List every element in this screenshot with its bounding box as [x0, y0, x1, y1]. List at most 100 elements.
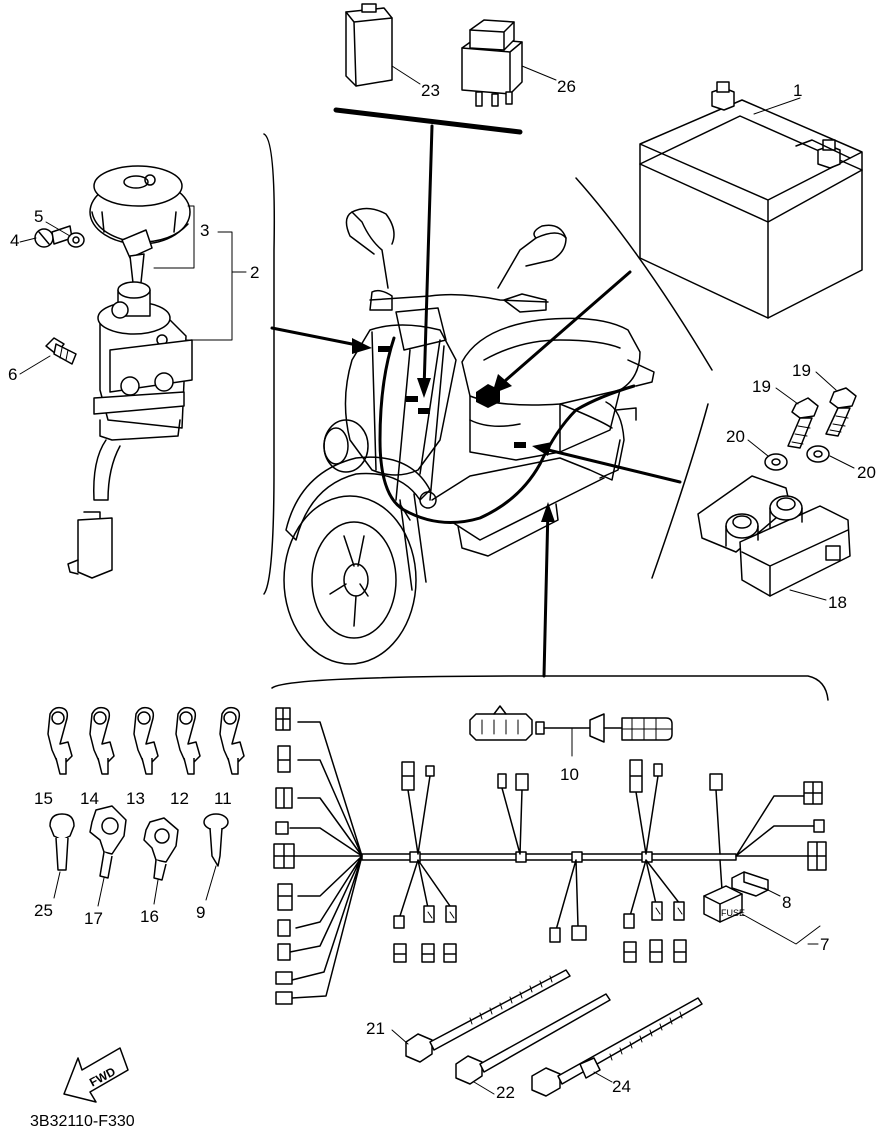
clamp-mark-c [418, 408, 430, 414]
harness-routing-line [378, 336, 636, 524]
leader-20-right [829, 455, 855, 469]
part-18-cdi-unit[interactable] [697, 475, 851, 597]
harness-group-bracket [271, 675, 829, 701]
callout-5[interactable]: 5 [34, 207, 43, 226]
callout-20-left[interactable]: 20 [726, 427, 745, 446]
callout-2[interactable]: 2 [250, 263, 259, 282]
callout-23[interactable]: 23 [421, 81, 440, 100]
callout-19-right[interactable]: 19 [792, 361, 811, 380]
part-20-washer-right[interactable] [806, 445, 830, 463]
callout-3[interactable]: 3 [200, 221, 209, 240]
clamp-mark-a [378, 346, 390, 352]
part-code: 3B32110-F330 [30, 1113, 135, 1130]
part-4-screw[interactable] [34, 225, 73, 248]
pointer-harness [542, 506, 550, 678]
leader-18 [789, 589, 827, 601]
leader-25 [53, 871, 61, 899]
clamp-mark-b [406, 396, 418, 402]
fuse-label: FUSE [721, 908, 745, 918]
part-12-clip[interactable] [175, 706, 201, 775]
callout-18[interactable]: 18 [828, 593, 847, 612]
callout-13[interactable]: 13 [126, 789, 145, 808]
part-21-cable-tie[interactable] [405, 969, 571, 1063]
part-22-cable-tie[interactable] [455, 993, 611, 1085]
callout-17[interactable]: 17 [84, 909, 103, 928]
relay-group-bracket [333, 107, 523, 135]
leader-9 [205, 865, 217, 901]
leader-19-left [775, 387, 799, 405]
part-3-switch-cover[interactable] [89, 165, 191, 245]
callout-26[interactable]: 26 [557, 77, 576, 96]
part-9-pin-clip[interactable] [203, 813, 229, 867]
leader-5 [45, 221, 71, 237]
part-26-relay[interactable] [461, 19, 523, 107]
part-5-washer[interactable] [67, 232, 85, 248]
part-23-relay-box[interactable] [345, 3, 393, 87]
callout-8[interactable]: 8 [782, 893, 791, 912]
leader-20-left [747, 439, 769, 457]
leader-8 [763, 887, 781, 897]
part-25-grommet[interactable] [49, 813, 75, 871]
main-wire-harness[interactable] [273, 707, 827, 1005]
callout-22[interactable]: 22 [496, 1083, 515, 1102]
callout-10[interactable]: 10 [560, 765, 579, 784]
part-11-clip[interactable] [219, 706, 245, 775]
pointer-cdi [538, 446, 682, 484]
leader-2-bracket [185, 231, 233, 341]
callout-4[interactable]: 4 [10, 231, 19, 250]
callout-9[interactable]: 9 [196, 903, 205, 922]
part-17-clamp[interactable] [89, 805, 127, 879]
callout-12[interactable]: 12 [170, 789, 189, 808]
callout-6[interactable]: 6 [8, 365, 17, 384]
part-20-washer-left[interactable] [764, 453, 788, 471]
callout-11[interactable]: 11 [214, 789, 232, 808]
leader-23 [391, 65, 421, 85]
part-19-bolt-right[interactable] [825, 387, 857, 437]
callout-14[interactable]: 14 [80, 789, 99, 808]
callout-15[interactable]: 15 [34, 789, 53, 808]
callout-7[interactable]: 7 [820, 935, 829, 954]
part-6-bolt[interactable] [45, 337, 77, 365]
leader-1 [753, 97, 801, 115]
callout-1[interactable]: 1 [793, 81, 802, 100]
switch-group-bracket [263, 133, 276, 595]
callout-19-left[interactable]: 19 [752, 377, 771, 396]
part-1-battery[interactable] [639, 81, 863, 319]
pointer-battery [504, 270, 632, 382]
part-16-clamp[interactable] [143, 817, 179, 881]
part-15-clip[interactable] [47, 706, 73, 775]
clamp-mark-d [514, 442, 526, 448]
callout-25[interactable]: 25 [34, 901, 53, 920]
leader-19-right [815, 371, 837, 391]
part-2-main-switch-body[interactable] [67, 281, 193, 579]
leader-7 [741, 913, 821, 945]
part-10-sub-lead[interactable] [469, 705, 673, 743]
part-13-clip[interactable] [133, 706, 159, 775]
cdi-group-bracket [651, 403, 709, 579]
leader-3 [153, 205, 195, 269]
leader-22 [473, 1081, 495, 1095]
pointer-relay [422, 124, 434, 392]
leader-24 [593, 1071, 613, 1083]
leader-21 [391, 1029, 409, 1045]
part-14-clip[interactable] [89, 706, 115, 775]
leader-26 [521, 65, 557, 81]
leader-16 [153, 879, 159, 905]
callout-21[interactable]: 21 [366, 1019, 385, 1038]
battery-group-bracket [575, 177, 713, 371]
part-19-bolt-left[interactable] [787, 397, 819, 449]
leader-17 [97, 877, 105, 907]
callout-24[interactable]: 24 [612, 1077, 631, 1096]
part-8-fuse[interactable] [731, 871, 769, 897]
leader-4 [19, 237, 37, 243]
relay-location-mark [476, 384, 500, 408]
fwd-arrow-icon [63, 1047, 129, 1103]
callout-16[interactable]: 16 [140, 907, 159, 926]
scooter-body [283, 207, 655, 665]
leader-6 [19, 355, 51, 375]
pointer-switch [270, 326, 364, 348]
part-24-cable-tie[interactable] [531, 997, 703, 1097]
callout-20-right[interactable]: 20 [857, 463, 876, 482]
